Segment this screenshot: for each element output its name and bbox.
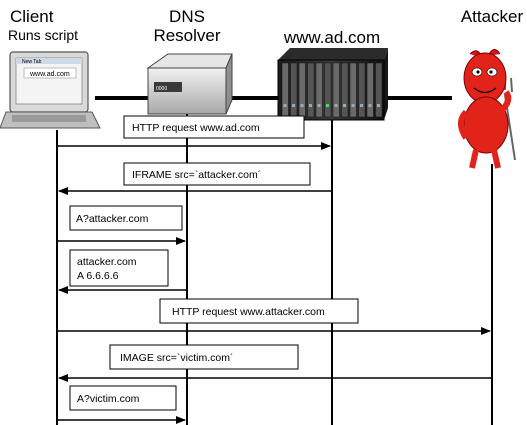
message-7-box [69,385,177,411]
message-1-box [123,115,305,139]
client-screen-tab: New Tab [22,59,42,65]
client-screen-url: www.ad.com [29,71,70,78]
rack-blade [324,62,332,118]
client-subtitle: Runs script [8,27,78,43]
rack-blade [366,62,374,118]
rack-blade [375,62,383,118]
rack-led [377,104,380,107]
attacker-label: Attacker [461,7,524,26]
message-6: IMAGE src=`victim.com´ [58,344,492,382]
message-7-text: A?victim.com [77,393,140,405]
rack-led [283,104,287,107]
message-4: attacker.com A 6.6.6.6 [58,249,187,294]
rack-led [292,104,295,107]
dns-label-line2: Resolver [153,26,220,45]
message-2: IFRAME src=`attacker.com´ [58,162,332,195]
rack-blade [298,62,306,118]
server-rack-icon [277,48,388,121]
rack-led [343,104,346,107]
message-4-box [69,249,169,287]
message-7: A?victim.com [57,385,186,424]
message-1: HTTP request www.ad.com [57,115,331,150]
message-5: HTTP request www.attacker.com [57,298,491,335]
rack-led [368,104,372,107]
client-label: Client Runs script [8,7,78,43]
message-3-text: A?attacker.com [76,213,149,225]
rack-blade [341,62,349,118]
rack-led [317,104,321,107]
rack-blade [290,62,298,118]
message-3: A?attacker.com [57,205,186,245]
message-6-box [109,344,299,370]
computer-icon: New Tab www.ad.com [0,51,101,129]
rack-blade [307,62,315,118]
message-4-text-line1: attacker.com [77,256,137,268]
message-1-text: HTTP request www.ad.com [132,122,260,134]
rack-led [360,104,363,107]
message-4-text-line2: A 6.6.6.6 [77,270,119,282]
rack-blade [281,62,289,118]
devil-icon [458,49,516,169]
dns-panel-text: 0000 [156,86,167,92]
rack-blade [332,62,340,118]
dns-server-icon: 0000 [146,53,233,115]
rack-led [334,104,338,107]
message-5-box [159,298,359,324]
message-5-text: HTTP request www.attacker.com [172,306,325,318]
rack-led [309,104,312,107]
rack-led [351,104,355,107]
message-2-text: IFRAME src=`attacker.com´ [132,169,261,181]
server-label: www.ad.com [283,28,380,47]
rack-blade [315,62,323,118]
rack-blade [358,62,366,118]
rack-led [300,104,304,107]
rack-led [326,104,329,107]
client-name: Client [10,7,54,26]
message-2-box [123,162,311,186]
message-6-text: IMAGE src=`victim.com´ [120,352,233,364]
dns-label-line1: DNS [169,7,205,26]
message-3-box [69,205,183,231]
dns-label: DNS Resolver [153,7,220,45]
rack-blade [349,62,357,118]
